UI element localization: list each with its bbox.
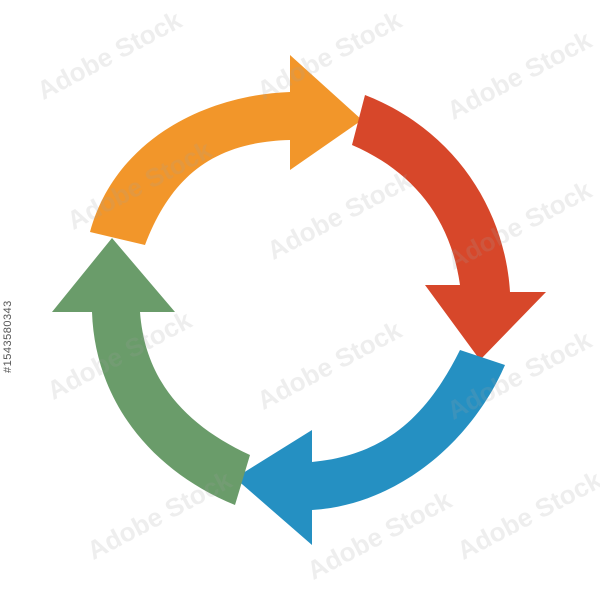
blue-arrow-icon bbox=[235, 350, 505, 545]
orange-arrow-icon bbox=[90, 55, 362, 245]
stock-id-label: #1543580343 bbox=[2, 300, 14, 373]
green-arrow-icon bbox=[52, 238, 250, 505]
red-arrow-icon bbox=[352, 95, 546, 360]
